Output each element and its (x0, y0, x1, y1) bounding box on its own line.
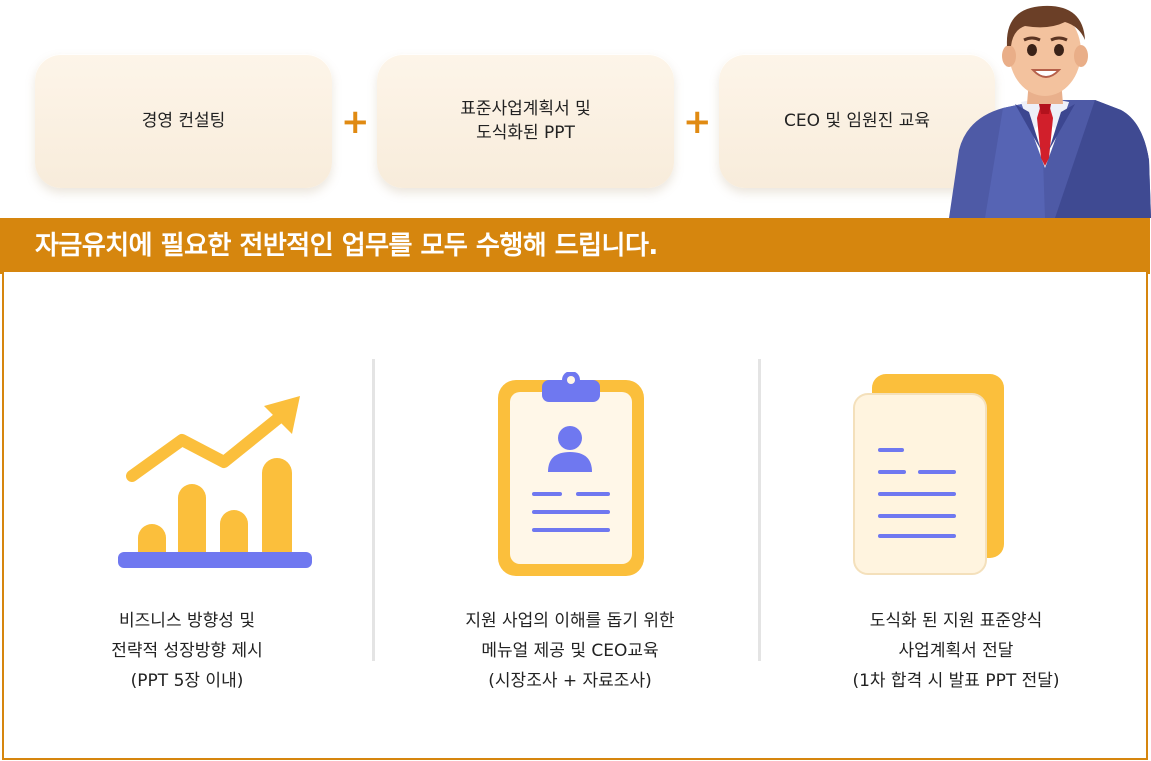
documents-icon (853, 374, 1004, 575)
caption-line: (시장조사 + 자료조사) (488, 671, 652, 691)
service-label: 경영 컨설팅 (141, 111, 226, 131)
caption-line: 지원 사업의 이해를 돕기 위한 (465, 611, 675, 631)
growth-chart-icon (118, 396, 312, 568)
businessman-avatar (949, 5, 1151, 218)
caption-line: 비즈니스 방향성 및 (119, 611, 255, 631)
service-label: 표준사업계획서 및 도식화된 PPT (460, 99, 591, 143)
column-divider (372, 359, 375, 661)
plus-icon: + (341, 102, 370, 142)
service-label: CEO 및 임원진 교육 (783, 111, 931, 131)
column-divider (758, 359, 761, 661)
feature-caption-manual: 지원 사업의 이해를 돕기 위한 메뉴얼 제공 및 CEO교육 (시장조사 + … (390, 606, 750, 696)
caption-line: 도식화 된 지원 표준양식 (869, 611, 1043, 631)
caption-line: (1차 합격 시 발표 PPT 전달) (852, 671, 1060, 691)
caption-line: 전략적 성장방향 제시 (111, 641, 263, 661)
plus-icon: + (683, 102, 712, 142)
service-card-business-plan: 표준사업계획서 및 도식화된 PPT (377, 54, 674, 188)
caption-line: (PPT 5장 이내) (130, 671, 244, 691)
service-card-ceo-education: CEO 및 임원진 교육 (719, 54, 995, 188)
banner-bar (0, 218, 1150, 274)
clipboard-profile-icon (498, 372, 644, 576)
feature-caption-strategy: 비즈니스 방향성 및 전략적 성장방향 제시 (PPT 5장 이내) (7, 606, 367, 696)
feature-caption-business-plan: 도식화 된 지원 표준양식 사업계획서 전달 (1차 합격 시 발표 PPT 전… (776, 606, 1136, 696)
caption-line: 사업계획서 전달 (898, 641, 1014, 661)
caption-line: 메뉴얼 제공 및 CEO교육 (481, 641, 659, 661)
service-card-consulting: 경영 컨설팅 (35, 54, 332, 188)
banner-title: 자금유치에 필요한 전반적인 업무를 모두 수행해 드립니다. (35, 231, 658, 261)
